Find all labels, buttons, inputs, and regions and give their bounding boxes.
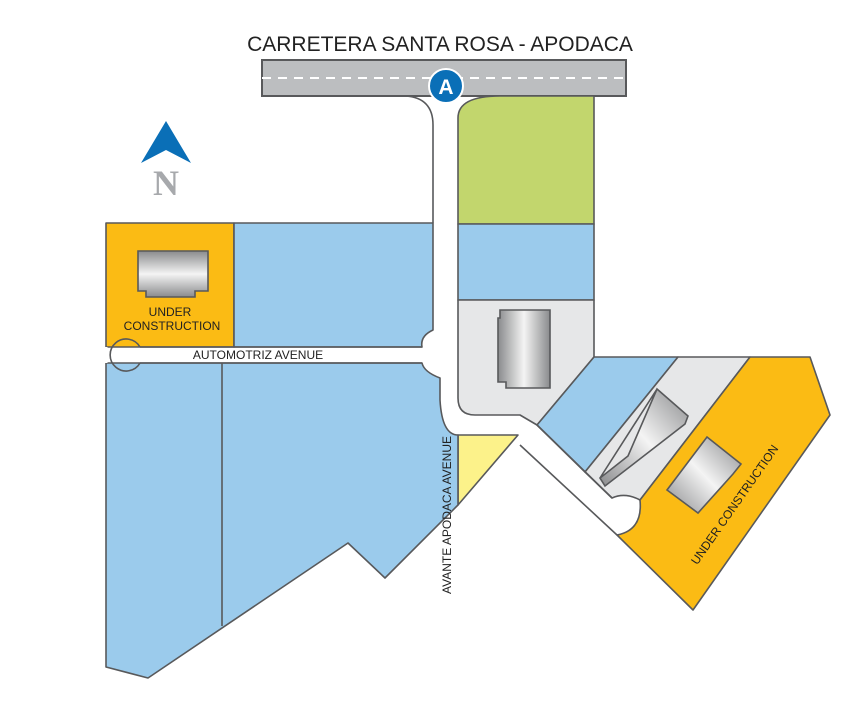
avante-road-label: AVANTE APODACA AVENUE bbox=[440, 436, 454, 594]
construction-west-label-line1: UNDER bbox=[149, 305, 192, 319]
building-west[interactable] bbox=[137, 250, 209, 298]
highway-label: CARRETERA SANTA ROSA - APODACA bbox=[247, 33, 633, 56]
north-label: N bbox=[153, 163, 179, 203]
access-marker-label: A bbox=[438, 76, 453, 99]
building-center[interactable] bbox=[497, 309, 551, 389]
parcel-yellow[interactable] bbox=[457, 434, 519, 506]
parcel-blue-northwest[interactable] bbox=[233, 222, 434, 348]
building-diagonal[interactable] bbox=[598, 387, 689, 488]
north-arrow-icon bbox=[141, 121, 191, 163]
automotriz-cul-de-sac bbox=[109, 338, 141, 372]
avante-road-west-edge bbox=[405, 95, 434, 223]
parcel-green[interactable] bbox=[457, 95, 595, 225]
diagonal-road-edges bbox=[519, 424, 618, 536]
construction-west-label-line2: CONSTRUCTION bbox=[124, 319, 221, 333]
access-marker[interactable]: A bbox=[428, 68, 464, 104]
parcel-blue-north[interactable] bbox=[457, 223, 595, 301]
parcel-blue-southwest[interactable] bbox=[105, 362, 459, 679]
automotriz-road-label: AUTOMOTRIZ AVENUE bbox=[193, 348, 323, 362]
building-east[interactable] bbox=[665, 435, 743, 515]
